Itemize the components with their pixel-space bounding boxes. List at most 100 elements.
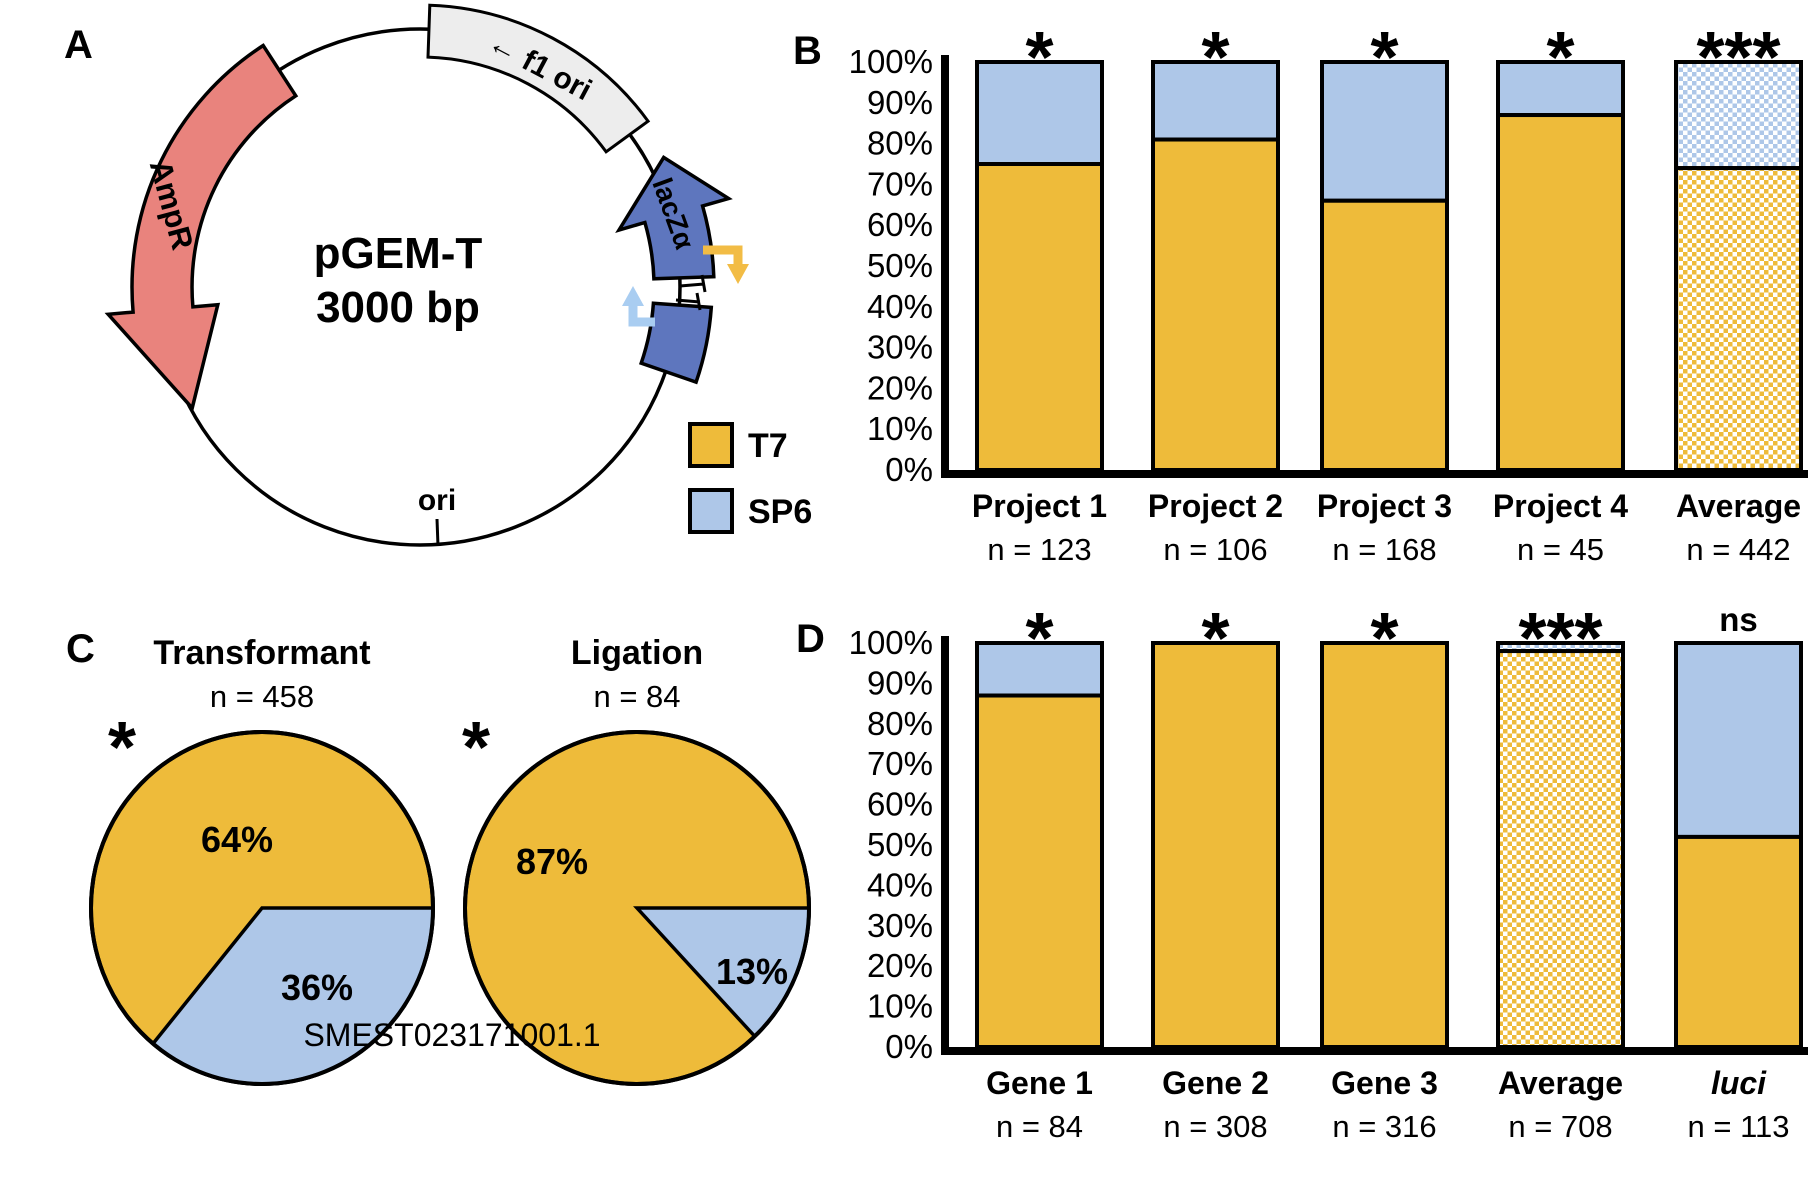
y-tick-label: 90% <box>867 84 933 121</box>
f1-ori-feature <box>426 3 651 154</box>
t-overhang-tick <box>679 274 707 293</box>
y-tick-label: 30% <box>867 329 933 366</box>
y-tick-label: 90% <box>867 664 933 701</box>
category-label: Project 2 <box>1148 488 1283 524</box>
bar-segment-sp6 <box>975 60 1104 166</box>
pie-transformant <box>89 730 435 1086</box>
category-label: Average <box>1498 1065 1623 1101</box>
t-overhang-tick <box>675 292 702 311</box>
b-y-axis <box>941 55 949 478</box>
significance-label: ns <box>1719 601 1758 638</box>
n-label: n = 308 <box>1163 1109 1267 1144</box>
pie-slice-label: 64% <box>201 819 273 860</box>
bar-segment-sp6 <box>1674 641 1803 839</box>
bar-segment-sp6 <box>1496 60 1625 118</box>
pie-transformant-n: n = 458 <box>210 679 314 714</box>
bar-segment-t7 <box>975 693 1104 1050</box>
ori-label: ori <box>418 484 456 517</box>
significance-label: * <box>1201 599 1229 679</box>
y-tick-label: 100% <box>849 43 933 80</box>
panel-d: D 100%90%80%70%60%50%40%30%20%10%0%*Gene… <box>796 599 1808 1144</box>
y-tick-label: 40% <box>867 866 933 903</box>
y-tick-label: 60% <box>867 786 933 823</box>
panel-a-label: A <box>64 23 93 67</box>
ampr-feature <box>104 43 299 412</box>
y-tick-label: 30% <box>867 907 933 944</box>
y-tick-label: 50% <box>867 247 933 284</box>
significance-label: * <box>1546 18 1574 98</box>
significance-label: * <box>1201 18 1229 98</box>
significance-label: *** <box>1518 599 1602 679</box>
significance-label: * <box>1370 599 1398 679</box>
y-tick-label: 10% <box>867 410 933 447</box>
n-label: n = 45 <box>1517 532 1604 567</box>
legend-label-sp6: SP6 <box>748 493 812 531</box>
n-label: n = 106 <box>1163 532 1267 567</box>
category-label: Average <box>1676 488 1801 524</box>
panel-c-label: C <box>66 627 95 671</box>
significance-label: * <box>1025 599 1053 679</box>
pie-ligation-title: Ligation <box>571 634 703 672</box>
pie-slice-label: 87% <box>516 841 588 882</box>
y-tick-label: 100% <box>849 624 933 661</box>
pie-ligation-significance: * <box>462 708 490 788</box>
bar-segment-t7 <box>1320 198 1449 472</box>
y-tick-label: 80% <box>867 125 933 162</box>
pie-ligation-n: n = 84 <box>593 679 680 714</box>
y-tick-label: 60% <box>867 206 933 243</box>
pie-ligation <box>463 730 811 1086</box>
n-label: n = 708 <box>1508 1109 1612 1144</box>
pie-transformant-significance: * <box>108 708 136 788</box>
bar-segment-t7 <box>1496 649 1625 1050</box>
bar-segment-sp6 <box>1320 60 1449 203</box>
category-label: Project 4 <box>1493 488 1628 524</box>
category-label: Project 3 <box>1317 488 1452 524</box>
legend-swatch-t7 <box>688 422 734 468</box>
y-tick-label: 40% <box>867 288 933 325</box>
bar-segment-t7 <box>975 162 1104 472</box>
bar-segment-sp6 <box>1674 60 1803 171</box>
category-label: Gene 1 <box>986 1065 1093 1101</box>
y-tick-label: 70% <box>867 745 933 782</box>
bar-chart-b: 100%90%80%70%60%50%40%30%20%10%0%*Projec… <box>849 18 1803 567</box>
n-label: n = 168 <box>1332 532 1436 567</box>
bar-segment-t7 <box>1320 641 1449 1049</box>
category-label: luci <box>1711 1065 1767 1101</box>
pie-outline <box>463 730 811 1086</box>
pie-transformant-title: Transformant <box>153 634 370 672</box>
y-tick-label: 0% <box>885 451 933 488</box>
y-tick-label: 10% <box>867 988 933 1025</box>
y-tick-label: 0% <box>885 1028 933 1065</box>
bar-segment-t7 <box>1151 137 1280 473</box>
pie-outline <box>89 730 435 1086</box>
plasmid-name: pGEM-T <box>314 229 483 278</box>
bar-segment-t7 <box>1674 834 1803 1049</box>
panel-c: C Transformant n = 458 * 64% 36% Ligatio… <box>66 627 811 1086</box>
bar-chart-d: 100%90%80%70%60%50%40%30%20%10%0%*Gene 1… <box>849 599 1803 1144</box>
b-x-axis <box>941 470 1808 478</box>
accession-caption: SMEST023171001.1 <box>303 1017 600 1053</box>
bar-segment-t7 <box>1674 166 1803 473</box>
n-label: n = 442 <box>1686 532 1790 567</box>
category-label: Gene 2 <box>1162 1065 1269 1101</box>
ori-tick <box>435 518 440 547</box>
n-label: n = 113 <box>1688 1109 1790 1144</box>
t7-promoter-arrowhead <box>727 264 749 284</box>
panel-b: B 100%90%80%70%60%50%40%30%20%10%0%*Proj… <box>793 18 1808 567</box>
n-label: n = 84 <box>996 1109 1083 1144</box>
legend-label-t7: T7 <box>748 427 788 465</box>
y-tick-label: 20% <box>867 369 933 406</box>
category-label: Gene 3 <box>1331 1065 1438 1101</box>
n-label: n = 316 <box>1332 1109 1436 1144</box>
category-label: Project 1 <box>972 488 1107 524</box>
pie-slice-label: 13% <box>716 951 788 992</box>
plasmid-size: 3000 bp <box>316 283 480 332</box>
bar-segment-t7 <box>1496 113 1625 472</box>
legend-swatch-sp6 <box>688 488 734 534</box>
significance-label: * <box>1025 18 1053 98</box>
n-label: n = 123 <box>987 532 1091 567</box>
bar-segment-t7 <box>1151 641 1280 1049</box>
panel-a: A ← f1 ori AmpR lacZα pGEM-T 3000 bp ori… <box>64 3 812 547</box>
y-tick-label: 80% <box>867 705 933 742</box>
